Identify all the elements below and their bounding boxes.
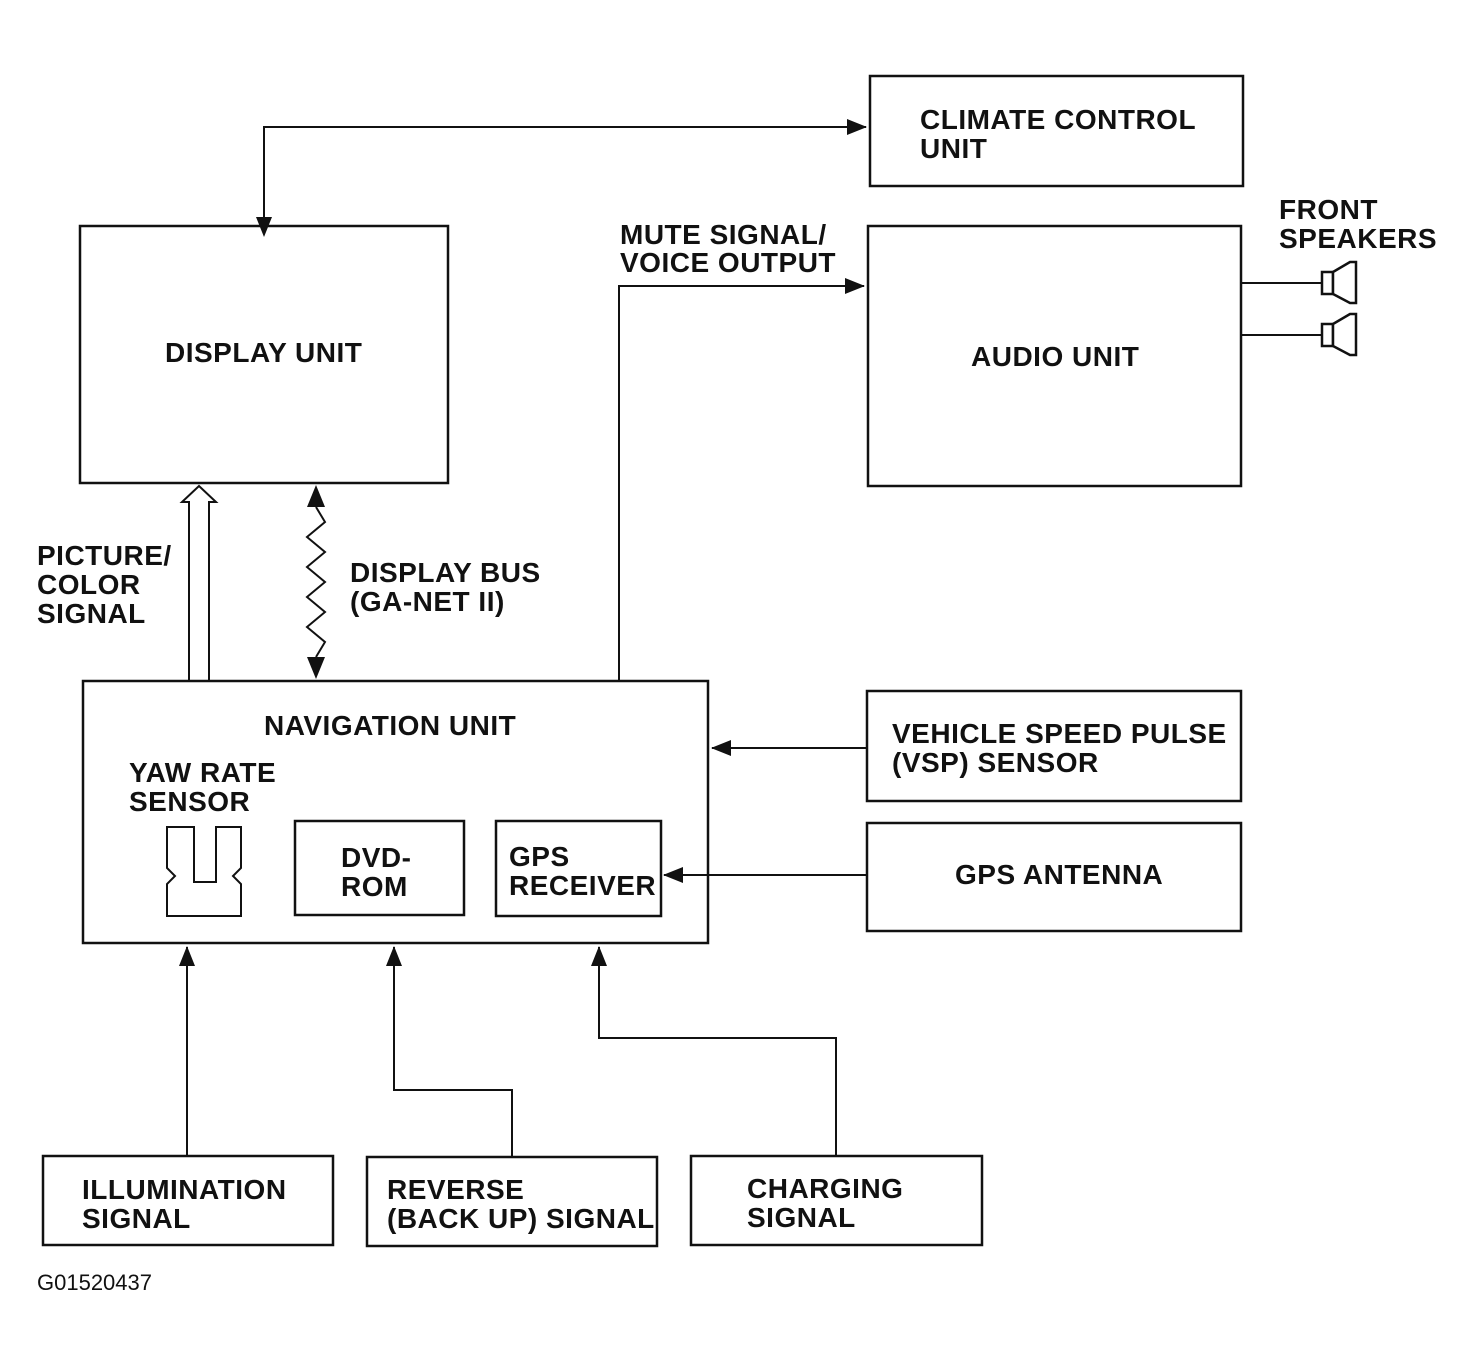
mute-signal-link — [618, 278, 865, 681]
audio-unit-box — [866, 224, 1243, 488]
picture-signal-arrow — [179, 484, 219, 681]
audio-unit-label: AUDIO UNIT — [971, 341, 1139, 372]
yaw-rate-sensor-icon — [166, 826, 242, 917]
mute-signal-label: MUTE SIGNAL/ VOICE OUTPUT — [620, 219, 836, 278]
figure-code: G01520437 — [37, 1270, 152, 1295]
charging-signal-label: CHARGING SIGNAL — [747, 1173, 912, 1233]
gps-antenna-label: GPS ANTENNA — [955, 859, 1163, 890]
dvd-rom-label: DVD- ROM — [341, 842, 420, 902]
climate-control-unit-label: CLIMATE CONTROL UNIT — [920, 104, 1204, 164]
display-bus-label: DISPLAY BUS (GA-NET II) — [350, 557, 549, 617]
charging-link — [591, 946, 837, 1156]
reverse-signal-label: REVERSE (BACK UP) SIGNAL — [387, 1174, 655, 1234]
yaw-rate-sensor-label: YAW RATE SENSOR — [129, 757, 284, 817]
picture-signal-label: PICTURE/ COLOR SIGNAL — [37, 540, 180, 629]
dvd-rom-box — [293, 819, 466, 917]
display-bus-link — [305, 506, 327, 658]
reverse-signal-box — [365, 1155, 659, 1248]
front-speakers-label: FRONT SPEAKERS — [1279, 194, 1437, 254]
navigation-unit-label: NAVIGATION UNIT — [264, 710, 516, 741]
gps-receiver-label: GPS RECEIVER — [509, 841, 656, 901]
climate-display-link — [256, 119, 867, 237]
gps-antenna-box — [865, 821, 1243, 933]
display-unit-box — [78, 224, 450, 485]
reverse-link — [386, 946, 513, 1157]
gps-receiver-box — [494, 819, 663, 918]
vsp-sensor-label: VEHICLE SPEED PULSE (VSP) SENSOR — [892, 718, 1235, 778]
display-bus-arrow-up — [307, 485, 325, 507]
display-bus-arrow-down — [307, 657, 325, 679]
vsp-sensor-box — [865, 689, 1243, 803]
charging-signal-box — [689, 1154, 984, 1247]
display-unit-label: DISPLAY UNIT — [165, 337, 362, 368]
speaker-icon — [1320, 312, 1358, 357]
illumination-signal-box — [41, 1154, 335, 1247]
illumination-signal-label: ILLUMINATION SIGNAL — [82, 1174, 295, 1234]
climate-control-unit-box — [868, 74, 1245, 188]
speaker-icon — [1320, 260, 1358, 305]
